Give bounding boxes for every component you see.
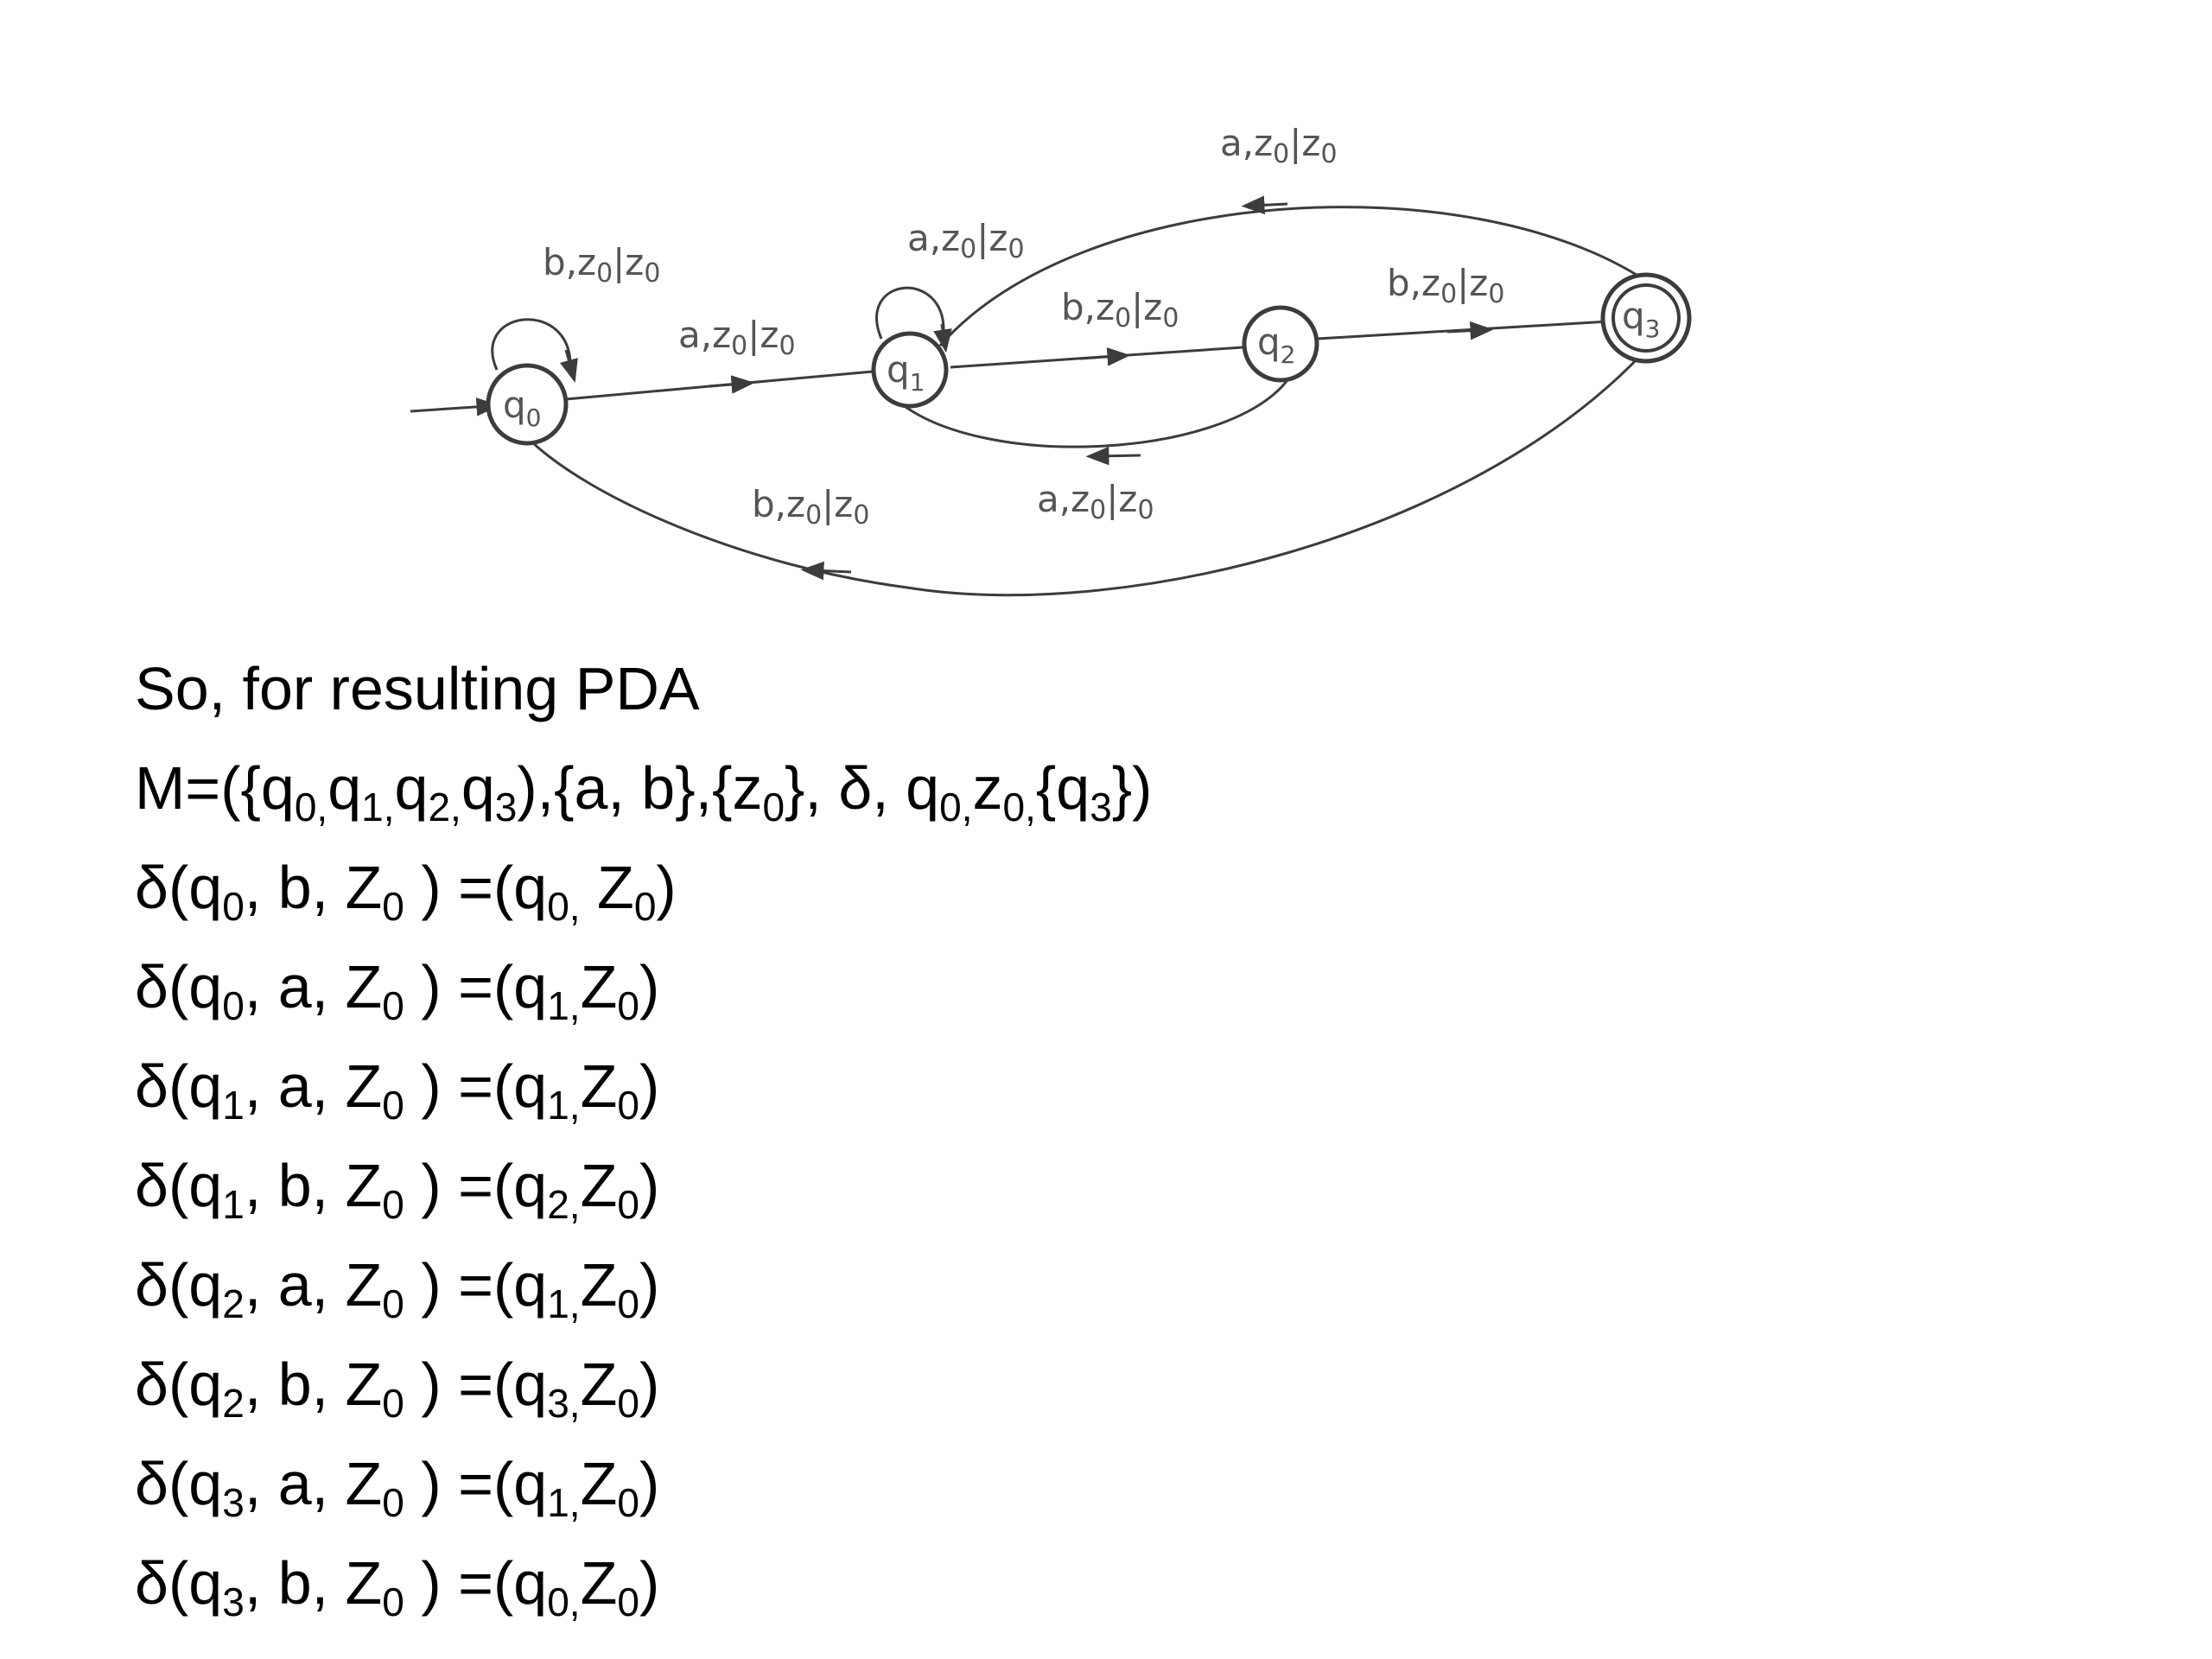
initial-arrow <box>410 397 500 416</box>
transition-line: δ(q0, b, Z0 ) =(q0, Z0) <box>135 854 677 929</box>
edge-q2-q1 <box>898 379 1289 448</box>
edge-q1-loop <box>875 286 945 340</box>
edge-q0-loop <box>491 318 572 371</box>
edge-q3-q0-arrow <box>800 561 852 581</box>
label-q0-q1: a,z0|z0 <box>678 314 796 361</box>
label-q1-q2: b,z0|z0 <box>1061 286 1179 334</box>
pda-tuple: M=({q0,q1,q2,q3),{a, b},{z0}, δ, q0,z0,{… <box>135 754 1153 830</box>
label-q3-q1: a,z0|z0 <box>1220 122 1338 169</box>
label-q1-loop: a,z0|z0 <box>907 217 1025 264</box>
transition-line: δ(q1, a, Z0 ) =(q1,Z0) <box>135 1052 660 1128</box>
pda-definition: So, for resulting PDA M=({q0,q1,q2,q3),{… <box>135 639 1152 1633</box>
transition-line: δ(q0, a, Z0 ) =(q1,Z0) <box>135 953 660 1028</box>
svg-text:q3: q3 <box>1622 295 1661 343</box>
svg-text:q0: q0 <box>503 384 542 432</box>
state-q0: q0 <box>486 363 569 446</box>
edge-q0-loop-arrow <box>559 349 578 384</box>
pda-state-diagram: q0 q1 q2 q3 b,z0|z0 a,z0|z0 a,z0|z0 b,z0… <box>410 122 1692 597</box>
svg-text:q1: q1 <box>887 348 925 397</box>
edge-q3-q1 <box>938 206 1647 346</box>
transition-line: δ(q2, b, Z0 ) =(q3,Z0) <box>135 1351 660 1426</box>
state-q2: q2 <box>1242 305 1319 383</box>
transition-line: δ(q1, b, Z0 ) =(q2,Z0) <box>135 1152 660 1227</box>
label-q2-q1: a,z0|z0 <box>1037 478 1154 525</box>
edge-q1-loop-arrow <box>933 323 952 353</box>
svg-text:q2: q2 <box>1257 321 1296 369</box>
label-q3-q0: b,z0|z0 <box>752 483 869 531</box>
transition-line: δ(q3, a, Z0 ) =(q1,Z0) <box>135 1450 660 1525</box>
edge-q2-q3-arrow <box>1446 321 1494 340</box>
state-q1: q1 <box>871 331 949 409</box>
state-q3-accepting: q3 <box>1600 272 1692 364</box>
edge-q3-q1-arrow <box>1241 195 1288 215</box>
transition-line: δ(q3, b, Z0 ) =(q0,Z0) <box>135 1549 660 1624</box>
edge-q1-q2-arrow <box>1079 347 1131 366</box>
label-q0-loop: b,z0|z0 <box>543 241 660 289</box>
edge-q3-q0 <box>527 353 1643 597</box>
heading: So, for resulting PDA <box>135 655 700 722</box>
transition-line: δ(q2, a, Z0 ) =(q1,Z0) <box>135 1251 660 1326</box>
edge-q0-q1-arrow <box>708 375 755 394</box>
edge-q2-q1-arrow <box>1085 446 1141 466</box>
label-q2-q3: b,z0|z0 <box>1387 262 1504 309</box>
